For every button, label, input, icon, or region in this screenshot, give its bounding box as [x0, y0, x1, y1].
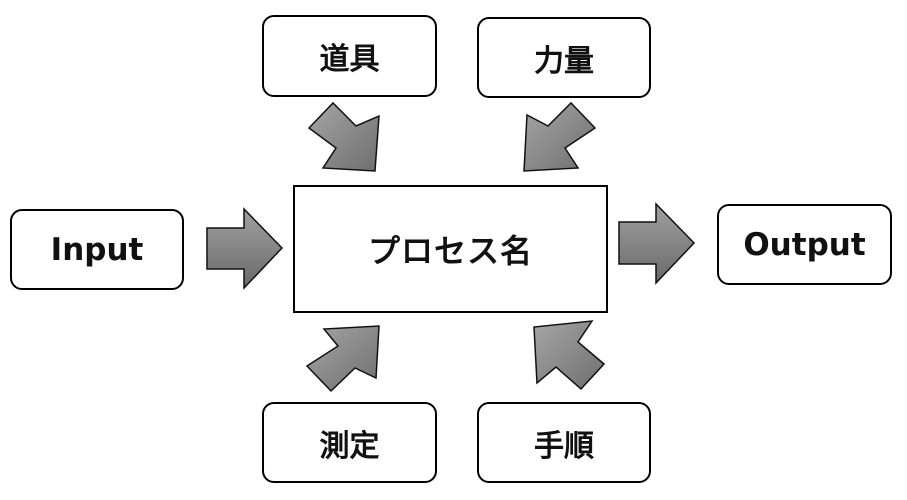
output-arrow	[618, 202, 696, 285]
procedure-box: 手順	[477, 402, 651, 483]
tools-label: 道具	[319, 42, 380, 77]
power-label: 力量	[534, 43, 594, 79]
process-label: プロセス名	[367, 232, 533, 270]
procedure-label: 手順	[534, 428, 594, 464]
measurement-label: 測定	[319, 428, 380, 464]
process-box: プロセス名	[293, 185, 608, 313]
measurement-box: 測定	[262, 402, 437, 483]
tools-arrow	[307, 101, 380, 172]
output-box: Output	[717, 204, 892, 285]
power-box: 力量	[477, 17, 651, 98]
input-box: Input	[10, 209, 184, 290]
power-arrow	[523, 101, 597, 172]
input-label: Input	[50, 231, 144, 268]
tools-box: 道具	[262, 15, 437, 97]
input-arrow	[206, 207, 284, 290]
measurement-arrow	[305, 325, 380, 393]
output-label: Output	[743, 226, 866, 263]
procedure-arrow	[533, 320, 606, 391]
